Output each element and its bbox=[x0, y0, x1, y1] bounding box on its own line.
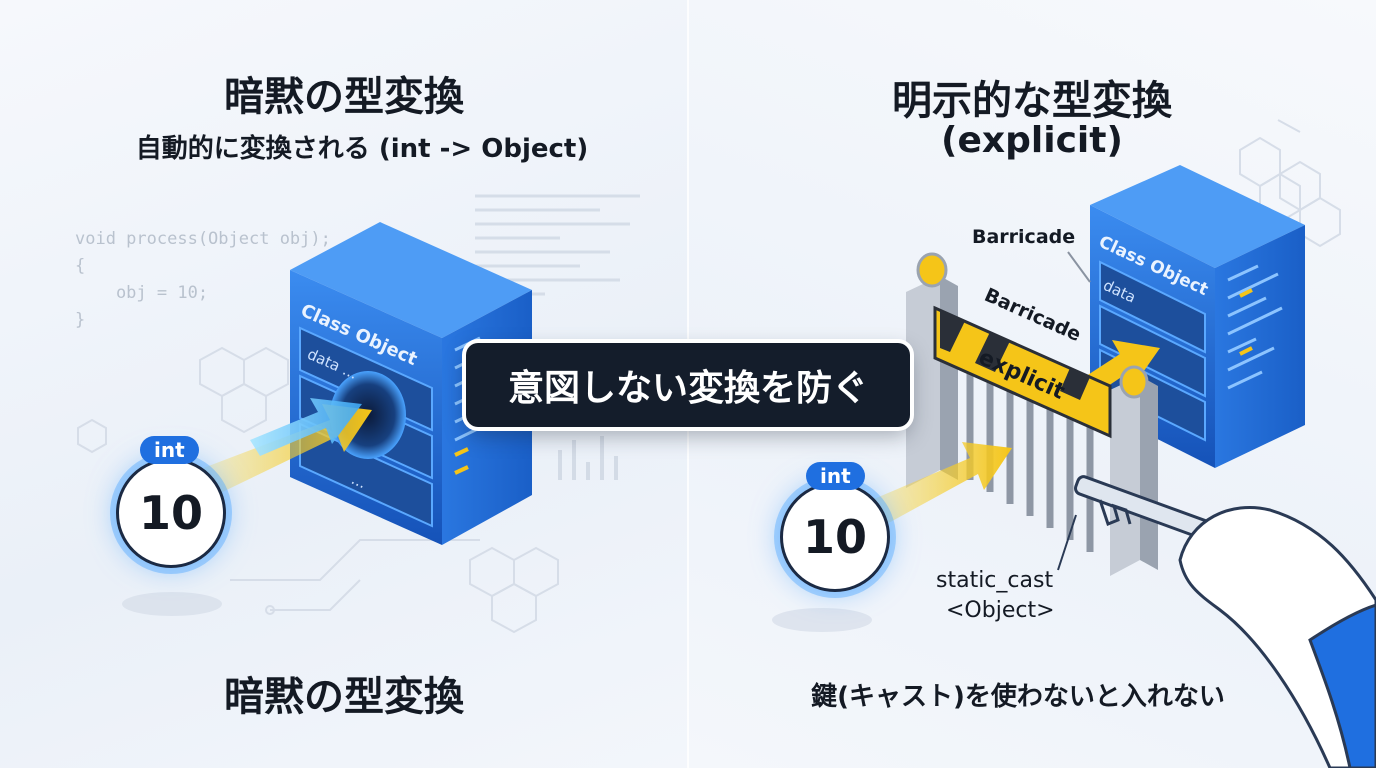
code-snippet: void process(Object obj); { obj = 10; } bbox=[75, 226, 331, 334]
code-line: obj = 10; bbox=[75, 283, 209, 303]
right-int-value-bubble: 10 bbox=[780, 482, 890, 592]
right-title: 明示的な型変換 bbox=[892, 78, 1172, 124]
warning-light-right bbox=[1119, 365, 1149, 399]
code-line: } bbox=[75, 310, 86, 330]
left-arrow-implicit bbox=[198, 398, 372, 498]
cast-label-line2: <Object> bbox=[946, 598, 1055, 623]
left-background-decor bbox=[77, 346, 559, 634]
left-chart-decor bbox=[558, 436, 618, 480]
right-caption: 鍵(キャスト)を使わないと入れない bbox=[811, 682, 1225, 712]
right-value-number: 10 bbox=[802, 510, 867, 564]
cast-label-line1: static_cast bbox=[936, 568, 1054, 593]
cast-pointer-line bbox=[1057, 514, 1077, 571]
left-subtitle: 自動的に変換される (int -> Object) bbox=[135, 134, 589, 164]
barricade-pointer-line bbox=[1067, 251, 1091, 283]
left-int-tag: int bbox=[140, 436, 199, 464]
code-line: void process(Object obj); bbox=[75, 229, 331, 249]
barricade-label-top: Barricade bbox=[972, 226, 1076, 248]
gate-sign-board bbox=[933, 305, 1112, 439]
left-value-number: 10 bbox=[138, 486, 203, 540]
left-int-value-bubble: 10 bbox=[116, 458, 226, 568]
left-title: 暗黙の型変換 bbox=[224, 74, 464, 120]
right-arrow-explicit bbox=[860, 442, 1012, 532]
left-caption: 暗黙の型変換 bbox=[224, 674, 464, 720]
hand-icon bbox=[1178, 505, 1376, 768]
right-int-tag: int bbox=[806, 462, 865, 490]
right-subtitle: (explicit) bbox=[941, 120, 1123, 161]
code-line: { bbox=[75, 256, 86, 276]
warning-light-left bbox=[916, 252, 948, 288]
center-callout: 意図しない変換を防ぐ bbox=[466, 343, 910, 427]
